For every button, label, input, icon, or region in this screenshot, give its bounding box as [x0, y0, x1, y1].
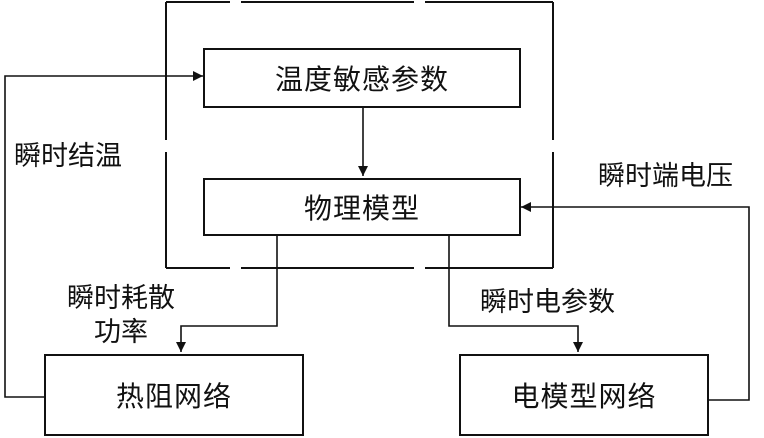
- dissipated-power-line1: 瞬时耗散: [67, 283, 175, 314]
- outer-boundary: [165, 1, 554, 269]
- dissipated-power-label: 瞬时耗散 功率: [46, 282, 196, 350]
- terminal-voltage-label: 瞬时端电压: [598, 161, 733, 192]
- thermal-network-box: 热阻网络: [44, 354, 304, 436]
- arrow-model-to-electrical: [448, 236, 583, 352]
- arrow-electrical-to-model: [521, 202, 750, 401]
- thermal-network-label: 热阻网络: [115, 380, 232, 413]
- dissipated-power-line2: 功率: [94, 317, 148, 348]
- arrow-thermal-to-params: [4, 71, 203, 398]
- temperature-params-box: 温度敏感参数: [203, 48, 521, 108]
- electrical-params-label: 瞬时电参数: [480, 287, 615, 318]
- electrical-network-label: 电模型网络: [511, 380, 657, 413]
- junction-temp-label: 瞬时结温: [14, 141, 122, 172]
- physical-model-box: 物理模型: [203, 178, 521, 236]
- arrow-model-to-thermal: [176, 236, 278, 352]
- temperature-params-label: 温度敏感参数: [274, 63, 449, 96]
- physical-model-label: 物理模型: [303, 192, 420, 225]
- electrical-network-box: 电模型网络: [459, 354, 709, 436]
